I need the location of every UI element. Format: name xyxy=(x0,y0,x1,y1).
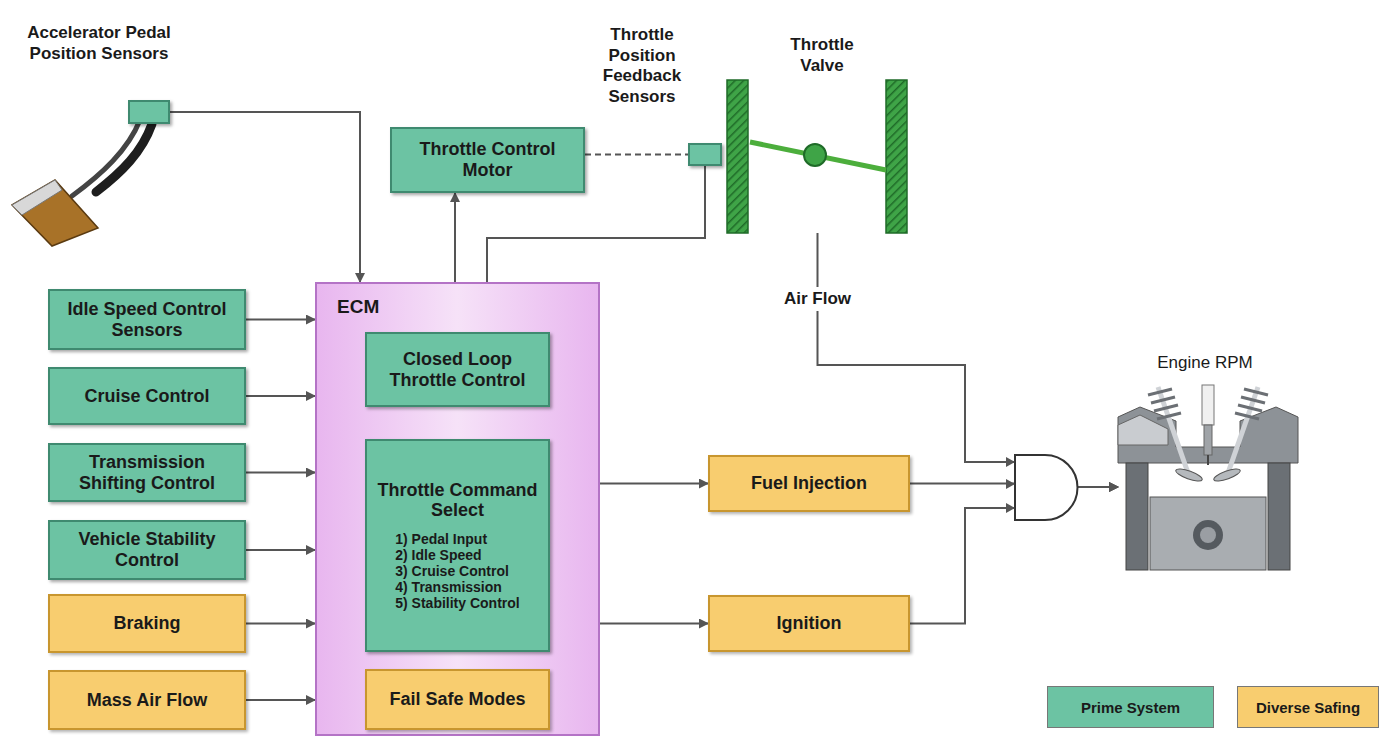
list-item: 1) Pedal Input xyxy=(395,531,487,547)
legend-swatch: Diverse Safing xyxy=(1237,686,1379,728)
and-gate xyxy=(1006,455,1078,520)
connector xyxy=(170,112,360,282)
drawing-part xyxy=(1238,405,1262,411)
part-label: Accelerator Pedal Position Sensors xyxy=(4,23,194,64)
legend-swatch: Prime System xyxy=(1047,686,1214,728)
drawing-part xyxy=(1204,425,1212,455)
legend-text: Prime System xyxy=(1081,699,1180,716)
box-label: Ignition xyxy=(777,613,842,634)
feedback-sensor: Throttle Position Feedback Sensors xyxy=(688,143,722,166)
drawing-part xyxy=(1006,503,1015,513)
input-box: Idle Speed Control Sensors xyxy=(48,289,246,350)
connector xyxy=(246,623,315,625)
connector xyxy=(910,487,1118,624)
engine: Engine RPM xyxy=(1118,385,1298,570)
part-label: Throttle Valve xyxy=(777,35,867,76)
safing-input: Mass Air Flow xyxy=(48,670,246,730)
list-item: 4) Transmission xyxy=(395,579,502,595)
part-label: Engine RPM xyxy=(1135,353,1275,373)
drawing-part xyxy=(96,124,152,192)
box-label: Fail Safe Modes xyxy=(389,689,525,710)
connector xyxy=(246,549,315,551)
accelerator-pedal xyxy=(12,120,152,246)
engine-cylinder xyxy=(1118,385,1298,570)
box-label: Fuel Injection xyxy=(751,473,867,494)
connector xyxy=(585,154,688,156)
drawing-part xyxy=(1193,520,1223,550)
pedal-sensor: Accelerator Pedal Position Sensors xyxy=(128,100,170,124)
safing-box: Fuel Injection xyxy=(708,455,910,512)
connector xyxy=(246,472,315,474)
drawing-part xyxy=(750,142,886,170)
input-box: Vehicle Stability Control xyxy=(48,520,246,580)
edge-label: Air Flow xyxy=(780,287,855,311)
box-label: Closed Loop Throttle Control xyxy=(377,349,538,390)
drawing-part xyxy=(1202,385,1214,425)
drawing-part xyxy=(1241,397,1265,403)
connector xyxy=(246,699,315,701)
part-label: Throttle Position Feedback Sensors xyxy=(587,25,697,107)
drawing-part xyxy=(804,144,826,166)
drawing-part xyxy=(1126,463,1148,570)
drawing-part xyxy=(1200,527,1216,543)
list-item: 5) Stability Control xyxy=(395,595,519,611)
list-item: 2) Idle Speed xyxy=(395,547,481,563)
connector xyxy=(246,395,315,397)
motor-box: Throttle Control Motor xyxy=(390,127,585,193)
box-label: Throttle Control Motor xyxy=(402,139,573,180)
drawing-part xyxy=(1151,397,1175,403)
safing-box: Fail Safe Modes xyxy=(365,669,550,730)
drawing-part xyxy=(727,80,748,233)
drawing-part xyxy=(886,80,907,233)
drawing-part xyxy=(1268,463,1290,570)
box-label: Vehicle Stability Control xyxy=(60,529,234,570)
connector xyxy=(246,319,315,321)
drawing-part xyxy=(1157,413,1181,419)
drawing-part xyxy=(1150,497,1266,570)
drawing-part xyxy=(1154,405,1178,411)
safing-input: Braking xyxy=(48,594,246,653)
drawing-part xyxy=(12,180,62,215)
box-label: Cruise Control xyxy=(84,386,209,407)
input-box: Transmission Shifting Control xyxy=(48,443,246,502)
list-item: 3) Cruise Control xyxy=(395,563,509,579)
drawing-part xyxy=(1006,457,1015,467)
legend-text: Diverse Safing xyxy=(1256,699,1360,716)
select-box: Throttle Command Select 1) Pedal Input2) … xyxy=(365,439,550,652)
drawing-part xyxy=(1207,455,1209,465)
box-label: Mass Air Flow xyxy=(87,690,207,711)
drawing-part xyxy=(72,120,140,196)
drawing-part xyxy=(12,180,98,246)
command-list: 1) Pedal Input2) Idle Speed3) Cruise Con… xyxy=(395,531,519,611)
connector xyxy=(818,233,1119,487)
box-label: Braking xyxy=(113,613,180,634)
drawing-part xyxy=(1174,466,1203,483)
throttle-body xyxy=(727,80,907,233)
input-box: Cruise Control xyxy=(48,367,246,425)
drawing-part xyxy=(1212,466,1241,483)
box-label: Transmission Shifting Control xyxy=(60,452,234,493)
box-label: Throttle Command Select xyxy=(377,480,538,521)
drawing-part xyxy=(1148,389,1172,395)
throttle-valve: Throttle Valve xyxy=(725,80,910,233)
safing-box: Ignition xyxy=(708,595,910,652)
box-title: ECM xyxy=(337,296,379,318)
control-box: Closed Loop Throttle Control xyxy=(365,332,550,407)
ecm-box: ECM Closed Loop Throttle ControlThrottle … xyxy=(315,282,600,736)
box-label: Idle Speed Control Sensors xyxy=(60,299,234,340)
drawing-part xyxy=(1235,413,1259,419)
drawing-part xyxy=(1244,389,1268,395)
drawing-part xyxy=(1015,455,1078,520)
drawing-part xyxy=(1006,479,1015,489)
